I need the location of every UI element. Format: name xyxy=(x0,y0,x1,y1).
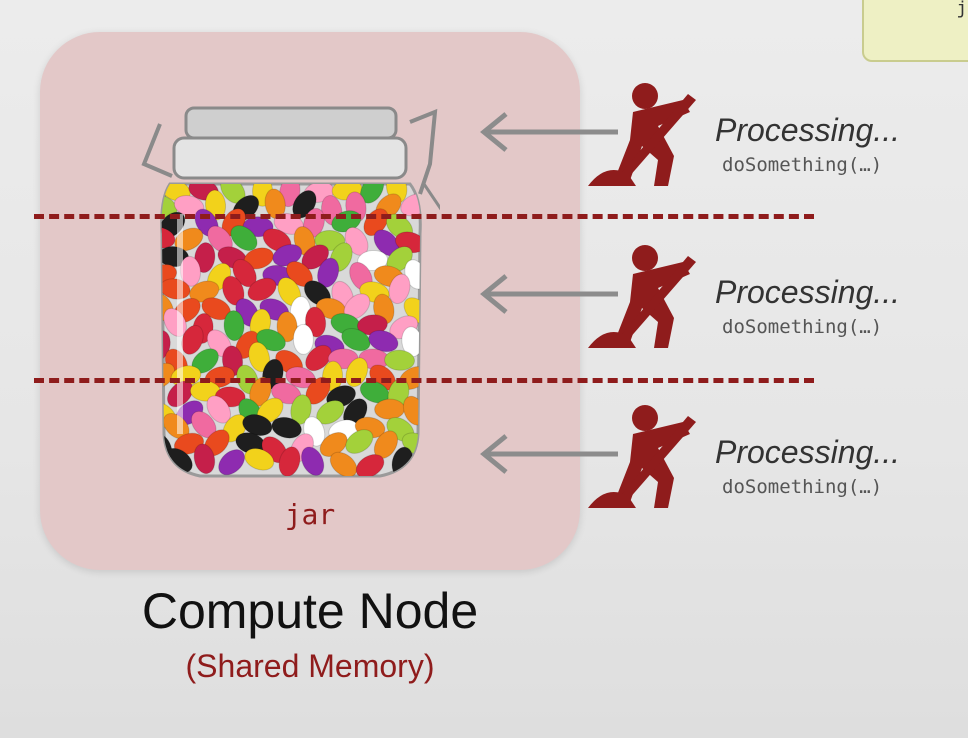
jelly-bean xyxy=(244,448,275,471)
jelly-bean xyxy=(161,330,171,361)
worker-row-2: Processing... doSomething(…) xyxy=(460,244,960,384)
jellybean-jar-icon xyxy=(140,104,472,494)
jelly-bean xyxy=(355,454,385,476)
jelly-bean xyxy=(341,327,371,352)
jar-graphic xyxy=(141,106,472,478)
jelly-bean xyxy=(230,225,258,251)
jelly-bean xyxy=(384,349,416,371)
digging-worker-icon xyxy=(588,245,696,348)
worker-call: doSomething(…) xyxy=(722,316,883,338)
jelly-bean xyxy=(388,273,411,304)
jelly-bean xyxy=(357,249,389,272)
digging-worker-icon xyxy=(588,83,696,186)
corner-note-text: jo xyxy=(956,0,968,19)
jelly-bean xyxy=(276,311,298,343)
jelly-bean xyxy=(305,344,332,372)
worker-status: Processing... xyxy=(715,434,900,470)
jelly-bean xyxy=(292,323,314,355)
jelly-bean xyxy=(278,446,301,476)
arrow-left-icon xyxy=(480,434,618,474)
corner-note: jo xyxy=(862,0,968,62)
worker-call: doSomething(…) xyxy=(722,154,883,176)
jelly-bean xyxy=(223,310,245,342)
shared-memory-subtitle: (Shared Memory) xyxy=(185,648,435,684)
compute-node-title: Compute Node xyxy=(141,583,479,639)
jelly-bean xyxy=(194,242,216,274)
jar-label: jar xyxy=(284,498,336,531)
digging-worker-icon xyxy=(588,405,696,508)
worker-status: Processing... xyxy=(715,112,900,148)
jelly-bean xyxy=(401,326,421,358)
arrow-left-icon xyxy=(480,112,618,152)
jelly-bean xyxy=(218,449,246,476)
jelly-bean xyxy=(374,398,406,420)
jelly-bean xyxy=(181,324,204,355)
jelly-bean xyxy=(301,446,325,476)
jelly-bean xyxy=(329,451,358,476)
jelly-bean xyxy=(193,443,216,475)
jelly-bean xyxy=(279,184,301,208)
partition-divider xyxy=(34,378,814,383)
jelly-bean xyxy=(271,416,302,439)
jelly-bean xyxy=(161,226,176,249)
partition-divider xyxy=(34,214,814,219)
jelly-bean xyxy=(400,193,421,217)
jelly-bean xyxy=(248,341,271,373)
jelly-bean xyxy=(247,277,277,302)
arrow-left-icon xyxy=(480,274,618,314)
jelly-bean xyxy=(345,429,374,454)
worker-call: doSomething(…) xyxy=(722,476,883,498)
worker-status: Processing... xyxy=(715,274,900,310)
worker-row-1: Processing... doSomething(…) xyxy=(460,82,960,222)
worker-row-3: Processing... doSomething(…) xyxy=(460,404,960,544)
